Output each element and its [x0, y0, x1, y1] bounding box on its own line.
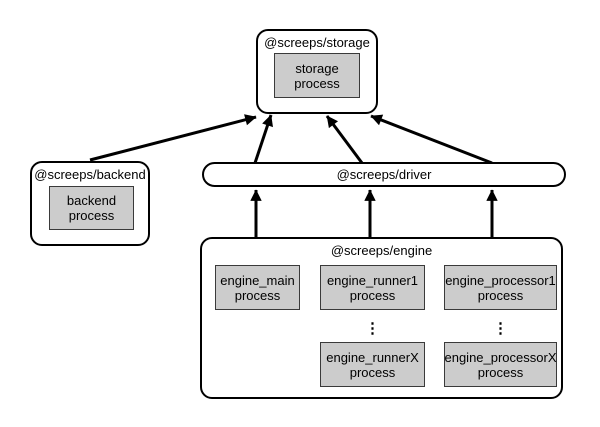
storage-package-title: @screeps/storage: [264, 35, 370, 50]
engine-processorX-process-box: engine_processorX process: [444, 342, 557, 387]
arrow-driver-to-storage-right: [370, 114, 493, 165]
backend-process-box: backend process: [49, 186, 134, 230]
arrow-driver-to-storage-left: [253, 114, 273, 164]
engine-package-title: @screeps/engine: [330, 243, 433, 258]
engine-runner1-process-box: engine_runner1 process: [320, 265, 425, 310]
engine-processor1-process-box: engine_processor1 process: [444, 265, 557, 310]
engine-package-node: @screeps/engine engine_main process engi…: [200, 237, 563, 399]
storage-package-node: @screeps/storage storage process: [256, 29, 378, 114]
backend-package-title: @screeps/backend: [34, 167, 146, 182]
engine-main-process-box: engine_main process: [215, 265, 300, 310]
engine-runnerX-process-box: engine_runnerX process: [320, 342, 425, 387]
processor-ellipsis: ⋮: [493, 319, 508, 337]
arrow-backend-to-storage: [89, 114, 257, 162]
storage-process-box: storage process: [274, 53, 360, 98]
backend-package-node: @screeps/backend backend process: [30, 161, 150, 246]
driver-package-node: @screeps/driver: [202, 162, 566, 187]
arrow-driver-to-storage-middle: [325, 115, 364, 164]
driver-package-title: @screeps/driver: [336, 167, 432, 182]
runner-ellipsis: ⋮: [365, 319, 380, 337]
